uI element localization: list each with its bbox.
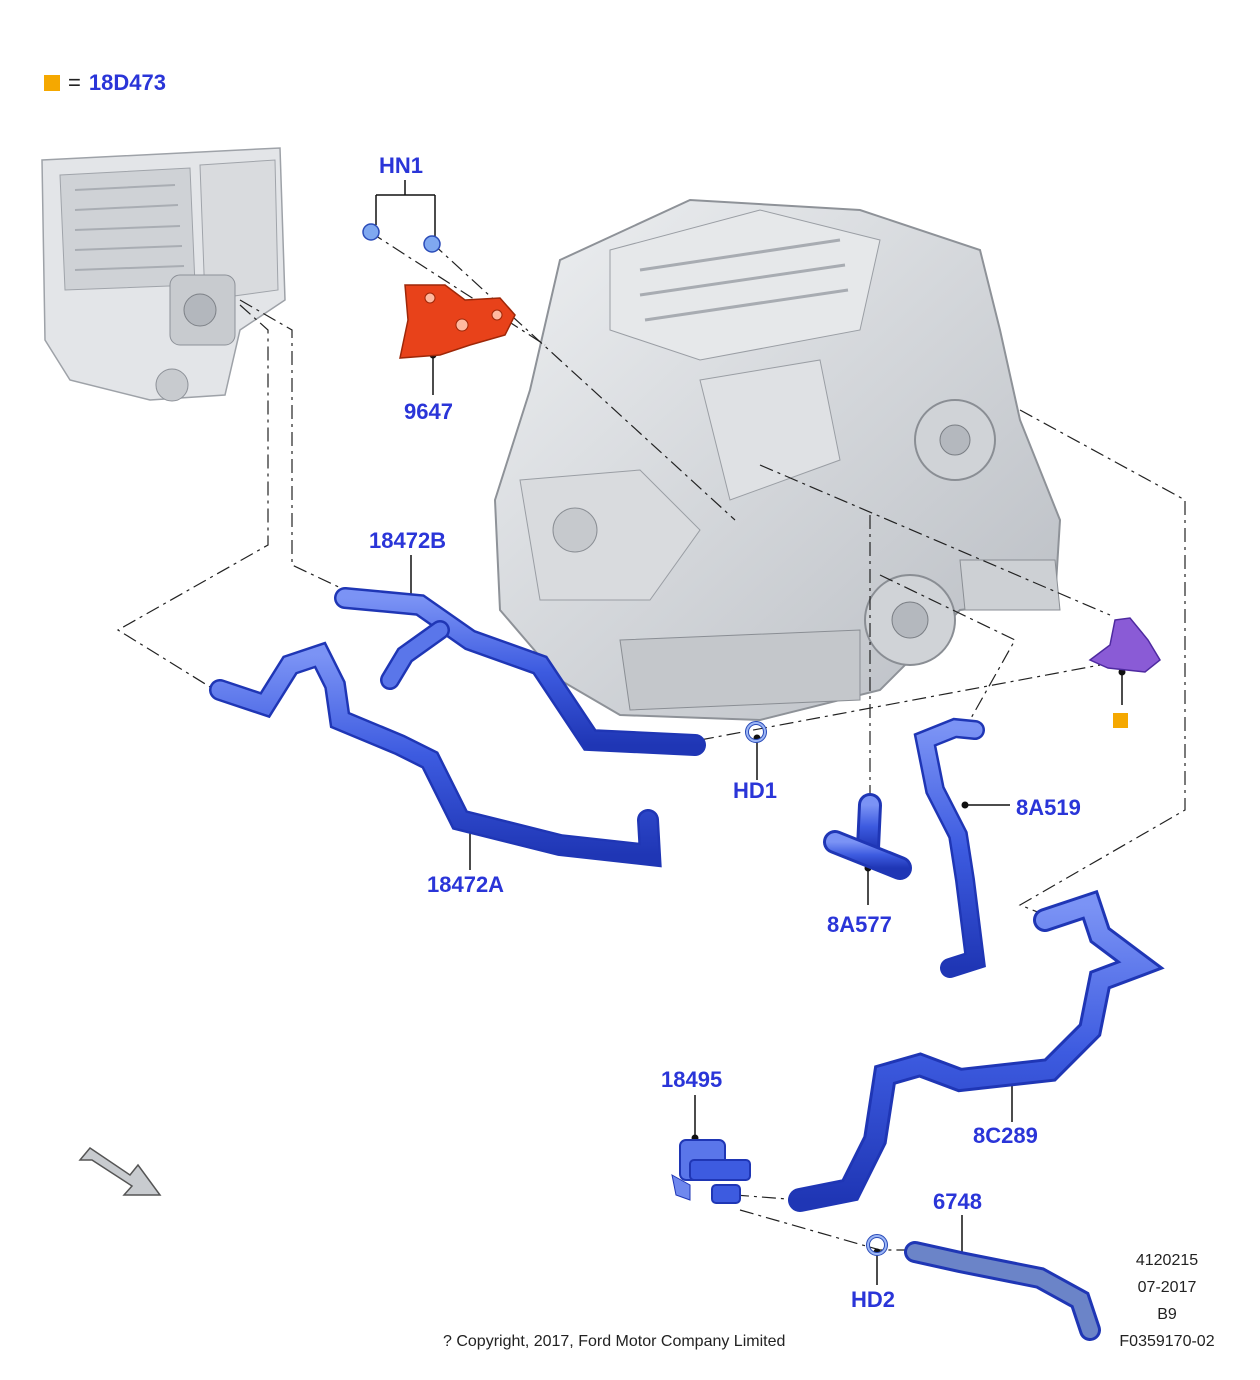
- bracket-18d473: [1088, 617, 1161, 673]
- hn1-nuts: [362, 223, 441, 253]
- callout-18495: 18495: [661, 1067, 723, 1092]
- engine-assembly: [493, 198, 1062, 722]
- hose-6748: [904, 1241, 1101, 1341]
- callout-hd1: HD1: [733, 778, 778, 803]
- reference-code: B9: [1157, 1306, 1177, 1323]
- callout-9647: 9647: [404, 399, 453, 424]
- legend-code: 18D473: [88, 70, 166, 95]
- callout-18472a: 18472A: [427, 872, 505, 897]
- legend-swatch: [44, 75, 60, 91]
- figure-reference-block: 4120215 07-2017 B9 F0359170-02: [1112, 1252, 1222, 1360]
- hd1-clamp: [745, 721, 767, 743]
- valve-18495: [671, 1139, 751, 1204]
- callout-hn1: HN1: [379, 153, 424, 178]
- reference-number: 4120215: [1135, 1252, 1199, 1269]
- hose-8a519: [913, 717, 986, 978]
- callout-hd2: HD2: [851, 1287, 896, 1312]
- hose-18472a: [209, 641, 662, 868]
- legend: = 18D473: [44, 72, 166, 94]
- callout-8a519: 8A519: [1016, 795, 1081, 820]
- hose-18472b: [334, 587, 706, 756]
- yellow-marker: [1113, 713, 1128, 728]
- callout-8c289: 8C289: [973, 1123, 1038, 1148]
- bracket-9647: [399, 284, 516, 359]
- callout-leaders: [375, 180, 1123, 1285]
- dash-dot-leaders: [116, 231, 1186, 1251]
- copyright-notice: ? Copyright, 2017, Ford Motor Company Li…: [443, 1333, 786, 1350]
- hd2-clamp: [866, 1234, 888, 1256]
- figure-id: F0359170-02: [1119, 1333, 1215, 1350]
- callout-6748: 6748: [933, 1189, 982, 1214]
- hose-8c289: [788, 889, 1165, 1212]
- front-direction-arrow-icon: [78, 1146, 162, 1196]
- callout-8a577: 8A577: [827, 912, 892, 937]
- fitting-8a577: [823, 793, 912, 880]
- legend-equals: =: [68, 70, 81, 95]
- callout-18472b: 18472B: [369, 528, 447, 553]
- reference-date: 07-2017: [1137, 1279, 1197, 1296]
- hvac-module: [41, 147, 286, 402]
